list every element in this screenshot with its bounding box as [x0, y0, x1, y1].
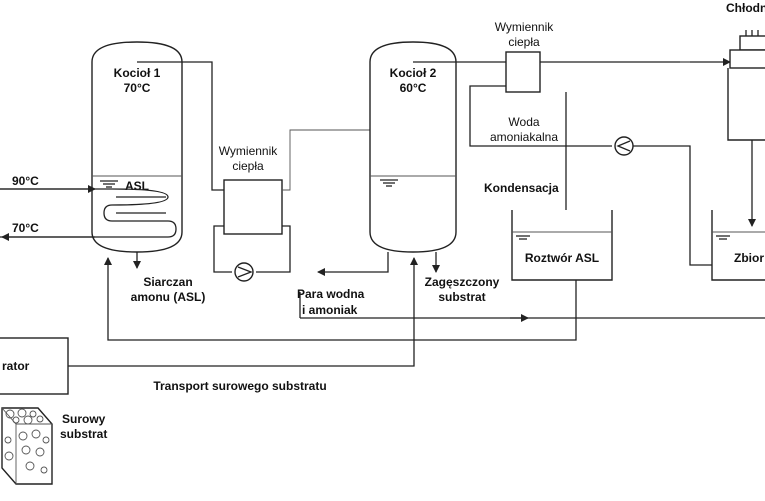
vapor-outlet-arrow	[317, 252, 389, 276]
temp-inlet-label: 90°C	[12, 174, 39, 188]
kondensacja-label: Kondensacja	[484, 181, 559, 195]
pipe-exchanger-pump-loop-left	[213, 225, 232, 273]
zbiornik-label: Zbior	[734, 251, 764, 265]
kociol-1-temp: 70°C	[124, 81, 151, 95]
woda-label-1: Woda	[508, 115, 539, 129]
surowy-label-2: substrat	[60, 427, 107, 441]
chlodnica-label: Chłodn	[726, 1, 765, 15]
surowy-label-1: Surowy	[62, 412, 106, 426]
siarczan-label-1: Siarczan	[143, 275, 192, 289]
pipe-exchanger-to-k2	[282, 126, 389, 191]
kociol-2-temp: 60°C	[400, 81, 427, 95]
pipe-roztwor-to-k1	[104, 257, 577, 341]
pipe-pump2-to-zbiornik	[633, 145, 712, 266]
para-label-2: i amoniak	[302, 303, 358, 317]
asl-label: ASL	[125, 179, 149, 193]
heating-coil	[0, 188, 177, 238]
pump-1-arrow	[237, 266, 253, 278]
liquid-level-symbol-2	[380, 179, 398, 187]
pipe-raw-substrate-transport	[68, 257, 418, 367]
roztwor-asl-label: Roztwór ASL	[525, 251, 599, 265]
wymiennik-1-label-2: ciepła	[232, 159, 264, 173]
tank-zbiornik	[711, 210, 765, 281]
separator-label: rator	[2, 359, 30, 373]
heat-exchanger-1	[223, 179, 283, 235]
kociol-1-title: Kocioł 1	[114, 66, 161, 80]
raw-substrate-pile-icon	[1, 407, 53, 485]
kociol-2-title: Kocioł 2	[390, 66, 437, 80]
vessel-kociol-1	[91, 41, 183, 253]
wymiennik-2-label-2: ciepła	[508, 35, 540, 49]
wymiennik-1-label-1: Wymiennik	[219, 144, 279, 158]
tank-roztwor-asl	[511, 210, 613, 281]
temp-outlet-label: 70°C	[12, 221, 39, 235]
pipe-ammonia-water	[469, 85, 566, 147]
pipe-exchanger-pump-loop-right	[256, 225, 291, 273]
woda-label-2: amoniakalna	[490, 130, 558, 144]
transport-label: Transport surowego substratu	[153, 379, 326, 393]
zageszczony-label-2: substrat	[438, 290, 485, 304]
para-label-1: Para wodna	[297, 287, 365, 301]
wymiennik-2-label-1: Wymiennik	[495, 20, 555, 34]
zageszczony-label-1: Zagęszczony	[425, 275, 500, 289]
pump-2-arrow	[616, 140, 631, 152]
heat-exchanger-2	[505, 51, 541, 93]
siarczan-label-2: amonu (ASL)	[131, 290, 206, 304]
liquid-level-symbol	[100, 180, 118, 188]
vessel-kociol-2	[369, 41, 457, 253]
cooler-unit	[727, 30, 765, 141]
pipe-k1-to-exchanger	[137, 61, 224, 191]
